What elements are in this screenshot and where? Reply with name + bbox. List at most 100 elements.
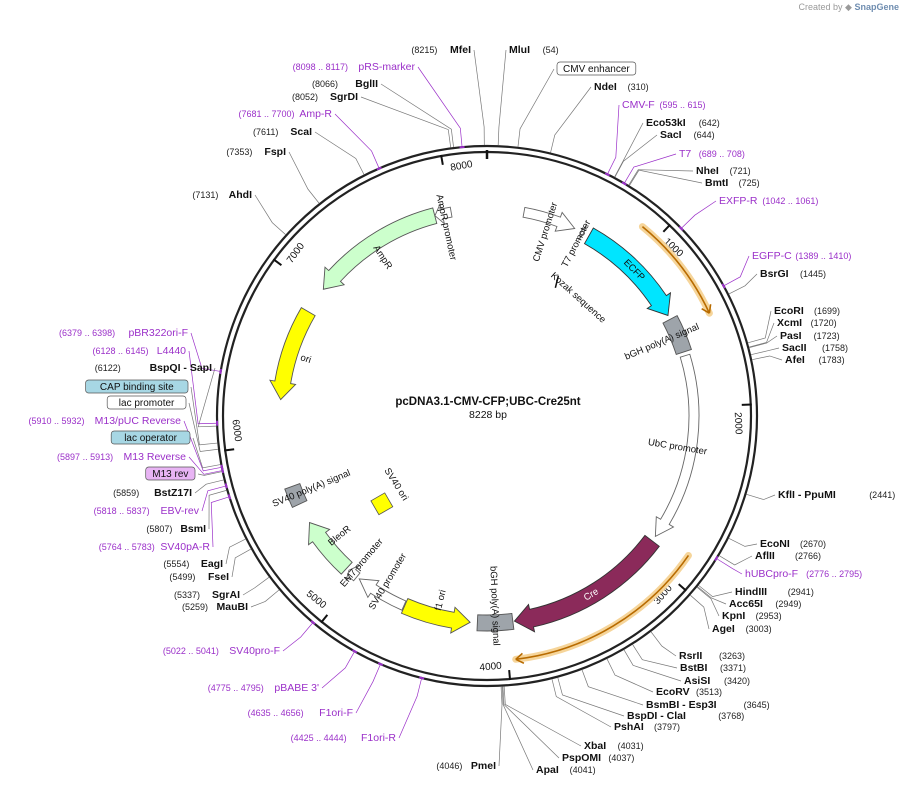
site-prs-marker[interactable]: pRS-marker(8098 .. 8117) (293, 61, 465, 149)
enzyme-site-ndei[interactable]: NdeI(310) (550, 81, 649, 153)
site-cmv-enhancer[interactable]: CMV enhancer (517, 61, 637, 147)
feature-f1-ori[interactable] (400, 597, 471, 634)
enzyme-site-eagi[interactable]: EagI(5554) (163, 538, 246, 570)
site-l4440[interactable]: L4440(6128 .. 6145) (92, 345, 219, 426)
feature-bgh-poly-a-signal[interactable] (476, 612, 515, 632)
enzyme-site-fsei[interactable]: FseI(5499) (169, 548, 252, 583)
label-text: PmeI (471, 760, 496, 772)
site-hubcpro-f[interactable]: hUBCpro-F(2776 .. 2795) (714, 555, 862, 580)
enzyme-site-bspqi-sapi[interactable]: BspQI - SapI(6122) (95, 362, 217, 428)
enzyme-site-asisi[interactable]: AsiSI (3420) (623, 649, 750, 687)
enzyme-site-xcmi[interactable]: XcmI(1720) (748, 317, 837, 348)
feature-bgh-poly-a-signal[interactable] (662, 315, 693, 355)
feature-ori[interactable] (269, 306, 316, 401)
enzyme-site-pasi[interactable]: PasI(1723) (749, 330, 840, 348)
feature-cmv-promoter[interactable] (522, 206, 576, 232)
enzyme-site-eco53ki[interactable]: Eco53kI(642) (614, 117, 720, 178)
feature-ampr-promoter[interactable] (434, 202, 453, 225)
label-text: AsiSI (684, 675, 710, 687)
feature-cre[interactable] (513, 534, 660, 633)
enzyme-site-pspomi[interactable]: PspOMI(4037) (502, 686, 634, 764)
enzyme-site-ecori[interactable]: EcoRI(1699) (747, 305, 840, 344)
enzyme-site-mfei[interactable]: MfeI(8215) (411, 44, 485, 146)
enzyme-site-agei[interactable]: AgeI(3003) (690, 594, 772, 635)
label-text: M13/pUC Reverse (95, 415, 182, 427)
enzyme-site-acc65i[interactable]: Acc65I(2949) (697, 586, 802, 610)
site-m13-puc-reverse[interactable]: M13/pUC Reverse(5910 .. 5932) (28, 415, 224, 472)
enzyme-site-pshai[interactable]: PshAI(3797) (551, 679, 680, 733)
label-text: PspOMI (562, 752, 601, 764)
enzyme-site-sgrdi[interactable]: SgrDI(8052) (292, 91, 452, 148)
label-text: F1ori-R (361, 732, 396, 744)
enzyme-site-sgrai[interactable]: SgrAI(5337) (174, 576, 270, 601)
feature-sv40-ori[interactable] (370, 492, 394, 516)
feature-ubc-promoter[interactable] (654, 353, 700, 538)
site-f1ori-f[interactable]: F1ori-F(4635 .. 4656) (248, 662, 384, 719)
leader-line (503, 686, 582, 747)
enzyme-site-hindiii[interactable]: HindIII(2941) (698, 585, 814, 598)
enzyme-site-bsmi[interactable]: BsmI(5807) (146, 490, 227, 535)
primer-mark (351, 649, 358, 654)
enzyme-site-bglii[interactable]: BglII(8066) (312, 78, 454, 148)
site-pbabe-3[interactable]: pBABE 3'(4775 .. 4795) (208, 649, 358, 694)
enzyme-site-kpni[interactable]: KpnI(2953) (696, 587, 782, 622)
enzyme-site-bstz17i[interactable]: BstZ17I(5859) (113, 479, 224, 499)
enzyme-site-xbai[interactable]: XbaI(4031) (503, 686, 644, 752)
label-text: RsrII (679, 650, 702, 662)
site-exfp-r[interactable]: EXFP-R(1042 .. 1061) (678, 195, 818, 231)
feature-sv40-poly-a-signal[interactable] (284, 483, 308, 508)
enzyme-site-maubi[interactable]: MauBI(5259) (182, 589, 280, 613)
site-m13-rev[interactable]: M13 rev (145, 466, 222, 481)
site-egfp-c[interactable]: EGFP-C(1389 .. 1410) (721, 250, 851, 289)
site-sv40pa-r[interactable]: SV40pA-R(5764 .. 5783) (99, 494, 232, 553)
enzyme-site-apai[interactable]: ApaI(4041) (501, 686, 596, 776)
site-sv40pro-f[interactable]: SV40pro-F(5022 .. 5041) (163, 620, 316, 657)
site-f1ori-r[interactable]: F1ori-R(4425 .. 4444) (291, 676, 425, 744)
label-text: lac promoter (119, 398, 175, 409)
site-cap-binding-site[interactable]: CAP binding site (85, 379, 218, 446)
enzyme-site-aflii[interactable]: AflII(2766) (719, 550, 821, 566)
enzyme-site-kfli-ppumi[interactable]: KflI - PpuMI(2441) (746, 489, 895, 501)
feature-em7-promoter[interactable] (345, 565, 361, 582)
enzyme-site-ecorv[interactable]: EcoRV(3513) (606, 658, 722, 698)
site-lac-promoter[interactable]: lac promoter (106, 395, 219, 452)
leader-line (557, 677, 625, 717)
label-position: (5818 .. 5837) (94, 506, 150, 516)
enzyme-site-bspdi-clai[interactable]: BspDI - ClaI(3768) (557, 677, 744, 722)
enzyme-site-econi[interactable]: EcoNI(2670) (728, 537, 826, 550)
enzyme-site-bstbi[interactable]: BstBI(3371) (632, 644, 746, 674)
label-position: (3420) (724, 676, 750, 686)
site-cmv-f[interactable]: CMV-F(595 .. 615) (604, 99, 706, 177)
enzyme-site-sacii[interactable]: SacII(1758) (750, 342, 848, 356)
site-lac-operator[interactable]: lac operator (110, 430, 221, 469)
label-text: Eco53kI (646, 117, 686, 129)
enzyme-site-afei[interactable]: AfeI(1783) (752, 354, 845, 366)
label-position: (7681 .. 7700) (238, 109, 294, 119)
feature-t7-promoter[interactable] (578, 224, 588, 241)
feature-ecfp[interactable] (583, 227, 672, 317)
site-amp-r[interactable]: Amp-R(7681 .. 7700) (238, 108, 382, 171)
enzyme-site-rsrii[interactable]: RsrII(3263) (650, 631, 745, 662)
enzyme-site-scai[interactable]: ScaI(7611) (253, 126, 365, 175)
site-pbr322ori-f[interactable]: pBR322ori-F(6379 .. 6398) (59, 327, 223, 375)
enzyme-site-bsrgi[interactable]: BsrGI(1445) (728, 268, 826, 295)
enzyme-site-saci[interactable]: SacI(644) (614, 129, 715, 178)
enzyme-site-ahdi[interactable]: AhdI(7131) (192, 189, 286, 235)
leader-line (497, 49, 507, 146)
label-position: (4041) (570, 765, 596, 775)
feature-bleor[interactable] (308, 521, 353, 575)
feature-ampr[interactable] (322, 207, 438, 290)
enzyme-site-fspi[interactable]: FspI(7353) (226, 146, 320, 204)
label-text: AhdI (229, 189, 252, 201)
enzyme-site-bsmbi-esp3i[interactable]: BsmBI - Esp3I(3645) (581, 669, 770, 711)
label-text: AgeI (712, 623, 735, 635)
site-ebv-rev[interactable]: EBV-rev(5818 .. 5837) (94, 483, 228, 517)
enzyme-site-mlui[interactable]: MluI(54) (497, 44, 559, 146)
enzyme-site-nhei[interactable]: NheI(721) (628, 165, 751, 186)
leader-line (190, 332, 220, 372)
site-t7[interactable]: T7(689 .. 708) (621, 148, 745, 186)
enzyme-site-pmei[interactable]: PmeI(4046) (436, 686, 503, 772)
enzyme-site-bmti[interactable]: BmtI(725) (629, 169, 760, 189)
feature-sv40-promoter[interactable] (358, 578, 407, 611)
site-m13-reverse[interactable]: M13 Reverse(5897 .. 5913) (57, 451, 225, 475)
